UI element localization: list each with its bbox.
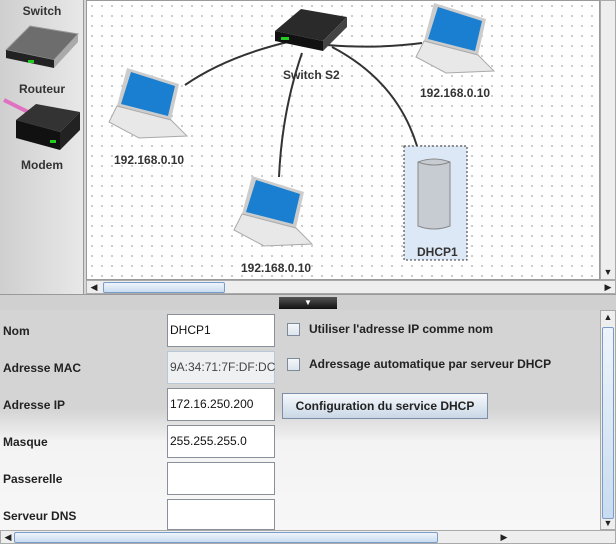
properties-panel — [0, 310, 600, 530]
mask-label: Masque — [3, 435, 48, 449]
dns-field[interactable] — [167, 499, 275, 530]
ip-field[interactable]: 172.16.250.200 — [167, 388, 275, 421]
ip-label: Adresse IP — [3, 398, 66, 412]
name-field[interactable]: DHCP1 — [167, 314, 275, 347]
network-links — [108, 3, 496, 261]
link-laptop2 — [278, 52, 303, 178]
laptop-3-label: 192.168.0.10 — [420, 86, 491, 100]
canvas-vertical-scrollbar[interactable]: ▼ — [600, 0, 616, 280]
scroll-down-arrow[interactable]: ▼ — [603, 267, 613, 277]
link-dhcp — [331, 46, 418, 147]
dns-label: Serveur DNS — [3, 509, 77, 523]
scroll-right-arrow[interactable]: ▶ — [604, 282, 612, 292]
panel-scroll-right-arrow[interactable]: ▶ — [500, 532, 508, 542]
mask-field[interactable]: 255.255.255.0 — [167, 425, 275, 458]
server-icon — [417, 158, 451, 230]
collapse-toggle[interactable]: ▼ — [279, 297, 337, 309]
switch-icon[interactable] — [4, 22, 80, 70]
auto-dhcp-label: Adressage automatique par serveur DHCP — [309, 357, 552, 371]
use-ip-as-name-label: Utiliser l'adresse IP comme nom — [309, 322, 494, 336]
switch-node — [275, 9, 347, 51]
scroll-left-arrow[interactable]: ◀ — [90, 282, 98, 292]
laptop-3 — [415, 3, 496, 74]
panel-scroll-up-arrow[interactable]: ▲ — [603, 312, 613, 322]
panel-scroll-thumb[interactable] — [602, 327, 614, 519]
gateway-field[interactable] — [167, 462, 275, 495]
panel-hscroll-thumb[interactable] — [14, 532, 438, 543]
laptop-2-label: 192.168.0.10 — [241, 261, 312, 275]
switch-label: Switch S2 — [283, 68, 340, 82]
canvas-horizontal-scrollbar[interactable]: ◀ ▶ — [86, 280, 616, 294]
laptop-1-label: 192.168.0.10 — [114, 153, 185, 167]
gateway-label: Passerelle — [3, 472, 63, 486]
laptop-2 — [233, 176, 314, 247]
panel-scroll-left-arrow[interactable]: ◀ — [4, 532, 12, 542]
device-palette: Switch Routeur Modem — [0, 0, 84, 294]
dhcp-label: DHCP1 — [417, 245, 458, 259]
link-laptop3 — [326, 42, 423, 48]
palette-switch-label: Switch — [22, 4, 62, 18]
scroll-thumb[interactable] — [103, 282, 225, 293]
palette-modem-label: Modem — [21, 158, 63, 172]
palette-router-label: Routeur — [19, 82, 65, 96]
router-icon[interactable] — [2, 98, 82, 154]
name-label: Nom — [3, 324, 30, 338]
dhcp-config-button[interactable]: Configuration du service DHCP — [282, 393, 488, 419]
link-laptop1 — [184, 40, 293, 86]
mac-field: 9A:34:71:7F:DF:DC — [167, 351, 275, 384]
panel-horizontal-scrollbar[interactable]: ◀ ▶ — [0, 530, 616, 544]
auto-dhcp-checkbox[interactable] — [287, 358, 300, 371]
network-canvas[interactable]: Switch S2 192.168.0.10 192.168.0.10 192.… — [86, 0, 600, 280]
mac-label: Adresse MAC — [3, 361, 82, 375]
use-ip-as-name-checkbox[interactable] — [287, 323, 300, 336]
panel-vertical-scrollbar[interactable]: ▲ ▼ — [600, 310, 616, 530]
panel-scroll-down-arrow[interactable]: ▼ — [603, 518, 613, 528]
laptop-1 — [108, 68, 189, 139]
